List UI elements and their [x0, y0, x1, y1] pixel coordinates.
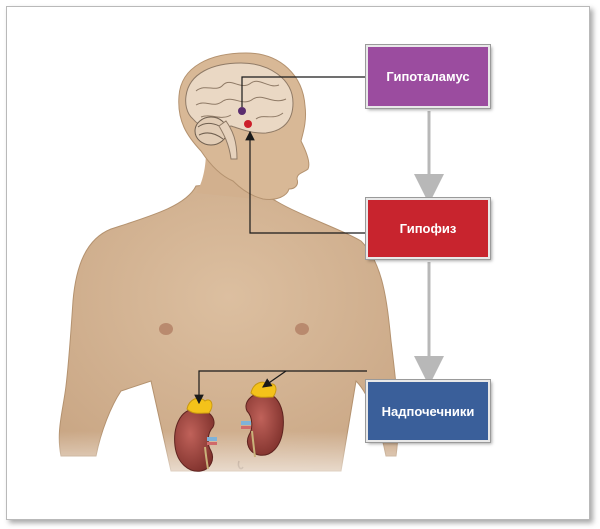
brain-folds	[195, 80, 287, 120]
torso-silhouette	[58, 180, 399, 472]
pointer-pituitary	[245, 130, 367, 234]
nipple-left	[159, 323, 173, 335]
anatomy-illustration	[41, 52, 444, 501]
hypothalamus-spot	[238, 107, 246, 115]
kidney-right	[245, 392, 284, 456]
brainstem	[218, 120, 238, 160]
pointer-adrenal-right	[262, 370, 287, 388]
pointer-adrenal-left	[194, 370, 367, 405]
kidney-left	[174, 408, 215, 472]
nipple-right	[295, 323, 309, 335]
node-hypothalamus: Гипоталамус	[365, 44, 491, 109]
pituitary-spot	[244, 120, 252, 128]
pointer-hypothalamus	[241, 76, 367, 107]
node-adrenals: Надпочечники	[365, 379, 491, 443]
node-pituitary: Гипофиз	[365, 197, 491, 260]
brain	[185, 62, 294, 134]
renal-vessels-left	[204, 437, 217, 470]
renal-vessels-right	[241, 421, 256, 458]
diagram-frame	[6, 6, 590, 520]
